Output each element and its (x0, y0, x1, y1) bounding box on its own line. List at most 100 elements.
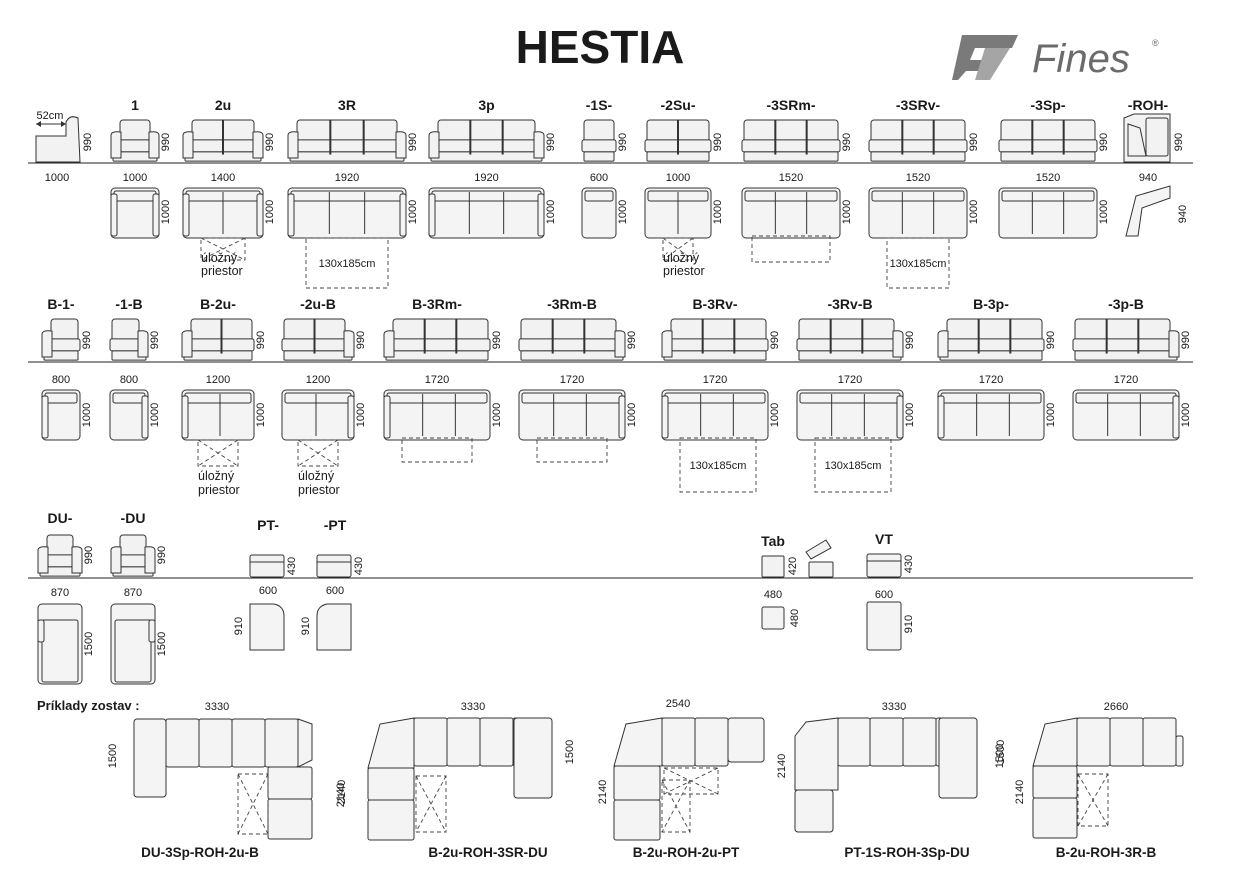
storage-note: úložný (663, 251, 700, 265)
depth-dimension: 1000 (769, 403, 781, 427)
pouf-body (316, 554, 352, 578)
base (743, 151, 839, 162)
module-plan-view (181, 389, 255, 441)
module-front-view (644, 119, 712, 162)
depth-dimension: 1000 (264, 200, 276, 224)
seam (733, 318, 736, 354)
armrest-right (533, 131, 545, 159)
width-dimension: 480 (764, 589, 782, 601)
module-code: B-3Rm- (412, 296, 462, 312)
pouf-front-view (316, 554, 352, 578)
depth-dimension: 940 (1177, 205, 1189, 223)
daybed-block (938, 717, 978, 799)
seat (117, 139, 153, 153)
width-dimension: 940 (1139, 172, 1157, 184)
module-front-view (110, 119, 160, 162)
armrest-right (892, 330, 904, 358)
height-dimension: 990 (1045, 331, 1057, 349)
height-dimension: 990 (83, 546, 95, 564)
seam (551, 318, 554, 354)
example-name: DU-3Sp-ROH-2u-B (141, 845, 259, 860)
seat-block (869, 717, 904, 767)
brand-name: Fines (1032, 37, 1130, 81)
height-dimension: 990 (255, 331, 267, 349)
height-dimension: 990 (904, 331, 916, 349)
width-dimension: 800 (120, 374, 138, 386)
seat-block (165, 718, 200, 768)
module-code: B-1- (47, 296, 75, 312)
bed-size-label: 130x185cm (825, 460, 882, 472)
plan-arm-left (41, 395, 49, 439)
seat (294, 139, 400, 153)
depth-dimension: 1000 (626, 403, 638, 427)
width-dimension: 1200 (306, 374, 330, 386)
plan-arm-left (661, 395, 669, 439)
pouf-front-view (249, 554, 285, 578)
seat-block (613, 765, 661, 801)
example-composition (1032, 717, 1184, 839)
module-front-view (998, 119, 1098, 162)
plan-arm-left (181, 395, 189, 439)
example-composition (133, 718, 313, 840)
width-dimension: 1720 (1114, 374, 1138, 386)
base (1000, 151, 1096, 162)
daybed-block (133, 718, 167, 798)
width-dimension: 1520 (906, 172, 930, 184)
plan-arm-right (141, 395, 149, 439)
depth-dimension: 1000 (149, 403, 161, 427)
storage-space-outline (200, 237, 246, 261)
width-dimension: 600 (259, 585, 277, 597)
seat (741, 139, 841, 153)
armrest-left (181, 330, 193, 358)
storage-space-outline (661, 779, 691, 833)
pouf-large-front-view (866, 553, 902, 578)
tabouret-lid (805, 539, 832, 560)
depth-dimension: 1000 (255, 403, 267, 427)
example-depth-left: 2140 (776, 754, 788, 778)
plan-backrest (1001, 190, 1095, 202)
example-composition (367, 717, 553, 841)
module-front-view (109, 318, 149, 361)
seat (581, 139, 617, 153)
module-plan-view (182, 187, 264, 239)
height-dimension: 990 (841, 133, 853, 151)
width-dimension: 1720 (703, 374, 727, 386)
plan-backrest (521, 392, 623, 404)
plan-arm (148, 619, 156, 643)
depth-dimension: 1000 (160, 200, 172, 224)
depth-dimension: 1000 (1045, 403, 1057, 427)
module-plan-view (644, 187, 712, 239)
height-dimension: 990 (149, 331, 161, 349)
corner-plan (1125, 185, 1171, 237)
depth-dimension: 910 (300, 617, 312, 635)
storage-cross (661, 779, 691, 833)
example-composition (613, 717, 765, 841)
storage-note: úložný (298, 469, 335, 483)
plan-arm-left (428, 193, 436, 237)
seam (1031, 119, 1034, 155)
storage-cross (1077, 773, 1109, 827)
corner-arm (1127, 123, 1147, 157)
seam (1137, 318, 1140, 354)
corner-front-view (1123, 113, 1171, 163)
plan-arm-left (937, 395, 945, 439)
pouf-body (866, 553, 902, 578)
height-dimension: 990 (160, 133, 172, 151)
plan-backrest (871, 190, 965, 202)
bed-size-label: 130x185cm (690, 460, 747, 472)
height-dimension: 430 (903, 555, 915, 573)
armrest-left (41, 330, 53, 358)
example-depth-right: 1500 (994, 744, 1006, 768)
depth-dimension: 1000 (617, 200, 629, 224)
seam (829, 318, 832, 354)
daybed-block (513, 717, 553, 799)
seam (583, 318, 586, 354)
seam (329, 119, 332, 155)
width-dimension: 1920 (474, 172, 498, 184)
seat-block (661, 717, 696, 767)
depth-dimension: 1000 (355, 403, 367, 427)
seat-block (367, 767, 415, 801)
corner-block (367, 717, 415, 769)
plan-backrest (431, 190, 542, 202)
module-front-view (581, 119, 617, 162)
